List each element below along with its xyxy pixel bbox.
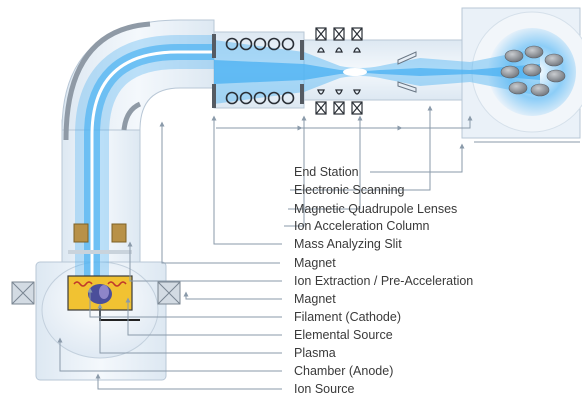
label-end-station: End Station	[294, 165, 359, 179]
label-ion-extraction: Ion Extraction / Pre-Acceleration	[294, 274, 473, 288]
label-mass-analyzing-slit: Mass Analyzing Slit	[294, 237, 402, 251]
magnet-block-right	[112, 224, 126, 242]
label-magnet-analyzing: Magnet	[294, 256, 336, 270]
label-magnet-source: Magnet	[294, 292, 336, 306]
label-electronic-scanning: Electronic Scanning	[294, 183, 405, 197]
mass-analyzing-slit-top	[212, 34, 216, 58]
label-chamber-anode: Chamber (Anode)	[294, 364, 393, 378]
label-ion-acceleration-column: Ion Acceleration Column	[294, 219, 430, 233]
label-magnetic-quadrupole-lenses: Magnetic Quadrupole Lenses	[294, 202, 457, 216]
label-elemental-source: Elemental Source	[294, 328, 393, 342]
labels: End Station Electronic Scanning Magnetic…	[294, 165, 473, 396]
extraction-electrode	[68, 250, 132, 254]
label-ion-source: Ion Source	[294, 382, 355, 396]
label-plasma: Plasma	[294, 346, 336, 360]
beam-focus	[343, 68, 367, 76]
accel-plate-bottom	[300, 84, 304, 104]
mass-analyzing-slit-bottom	[212, 84, 216, 108]
magnet-block-left	[74, 224, 88, 242]
plasma-highlight	[99, 285, 109, 299]
label-filament-cathode: Filament (Cathode)	[294, 310, 401, 324]
accel-plate-top	[300, 40, 304, 60]
